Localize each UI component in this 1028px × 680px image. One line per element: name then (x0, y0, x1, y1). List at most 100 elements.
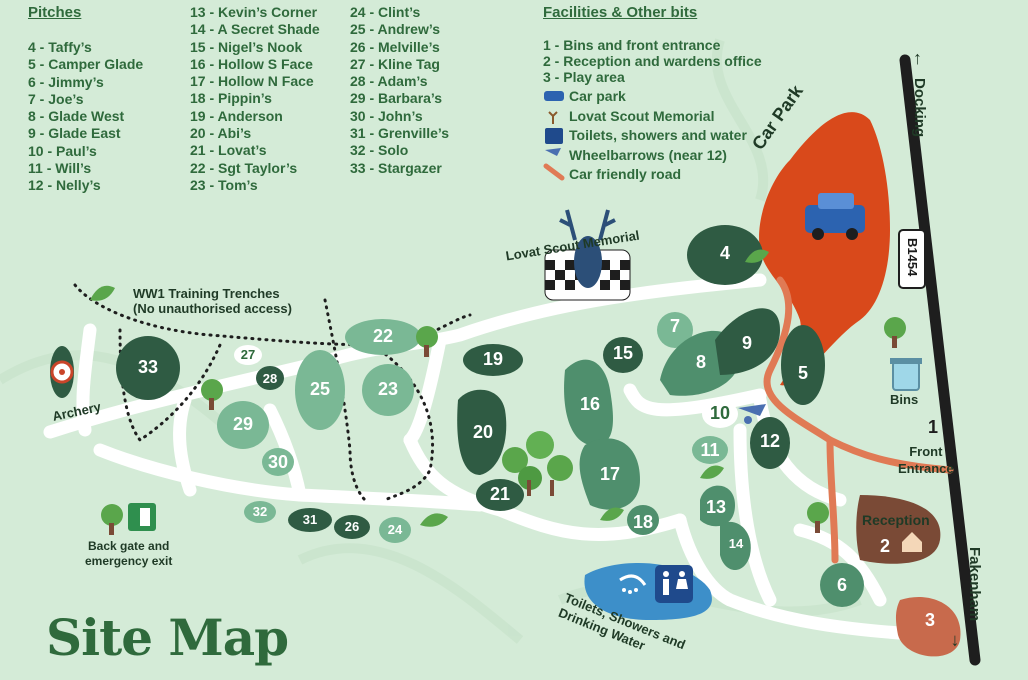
pitch-31[interactable] (288, 508, 332, 532)
pitch-25[interactable] (295, 350, 345, 430)
pitch-label-32: 32 (252, 504, 268, 519)
tree-icon (416, 326, 438, 357)
trees (90, 249, 906, 535)
house-icon (902, 532, 922, 552)
facility-entry: Lovat Scout Memorial (569, 108, 715, 124)
facility-entry: Car park (569, 88, 626, 104)
pitch-label-20: 20 (472, 422, 494, 442)
tree-icon (807, 502, 829, 533)
pitch-entry: 22 - Sgt Taylor’s (190, 159, 298, 176)
car-friendly-road (763, 276, 954, 564)
pitch-label-8: 8 (695, 352, 706, 372)
pitch-entry: 10 - Paul’s (28, 142, 97, 159)
tree-icon (101, 504, 123, 535)
trenches-title: WW1 Training Trenches (133, 286, 280, 301)
pitch-label-16: 16 (579, 394, 601, 414)
pitch-entry: 23 - Tom’s (190, 176, 258, 193)
car-icon (544, 91, 564, 101)
pitch-label-7: 7 (669, 316, 680, 336)
pitch-label-12: 12 (759, 431, 781, 451)
docking-arrow-icon: ↑ (913, 48, 922, 68)
pitch-7[interactable] (657, 312, 693, 348)
pitch-label-22: 22 (372, 326, 394, 346)
wheelbarrow-icon (545, 148, 561, 156)
front-entrance-label: Front Entrance (898, 443, 954, 477)
pitch-13[interactable] (700, 485, 735, 527)
tree-icon (884, 317, 906, 348)
pitch-label-27: 27 (240, 347, 256, 362)
pitch-24[interactable] (379, 517, 411, 543)
fakenham-arrow-icon: → (948, 632, 968, 650)
pitch-32[interactable] (244, 501, 276, 523)
pitch-entry: 29 - Barbara’s (350, 90, 443, 107)
car-icon (805, 193, 865, 240)
fakenham-label: Fakenham (966, 547, 983, 622)
emergency-exit-icon (128, 503, 156, 531)
pitch-entry: 27 - Kline Tag (350, 55, 440, 72)
pitch-entry: 21 - Lovat’s (190, 142, 267, 159)
site-map-title: Site Map (46, 608, 289, 667)
pitch-14[interactable] (720, 521, 751, 570)
facility-entry: Car friendly road (569, 166, 682, 182)
footpaths (43, 273, 937, 642)
deer-icon (548, 111, 558, 124)
pitch-23[interactable] (362, 364, 414, 416)
front-line1: Front (909, 444, 943, 459)
pitch-17[interactable] (579, 438, 640, 510)
facility-number-1: 1 (927, 417, 938, 437)
pitch-entry: 16 - Hollow S Face (190, 55, 313, 72)
pitch-label-4: 4 (719, 243, 730, 263)
pitch-entry: 7 - Joe’s (28, 90, 84, 107)
pitch-entry: 30 - John’s (350, 107, 423, 124)
pitch-entry: 8 - Glade West (28, 108, 125, 125)
pitch-30[interactable] (262, 448, 294, 476)
pitch-entry: 15 - Nigel’s Nook (190, 38, 303, 55)
pitch-label-14: 14 (728, 536, 744, 551)
pitches-list-col2: 13 - Kevin’s Corner 14 - A Secret Shade … (190, 4, 320, 194)
pitch-26[interactable] (334, 515, 370, 539)
tree-icon (201, 379, 223, 410)
pitch-entry: 6 - Jimmy’s (28, 73, 104, 90)
toilet-icon (655, 565, 693, 603)
pitch-5[interactable] (781, 325, 825, 405)
pitch-33[interactable] (116, 336, 180, 400)
pitch-entry: 19 - Anderson (190, 107, 283, 124)
pitch-15[interactable] (603, 337, 643, 373)
pitch-16[interactable] (564, 359, 613, 446)
pitch-entry: 18 - Pippin’s (190, 90, 272, 107)
pitch-21[interactable] (476, 479, 524, 511)
wheelbarrow-icon (738, 404, 766, 424)
pitch-19[interactable] (463, 344, 523, 376)
orange-road-icon (543, 163, 565, 181)
pitch-label-26: 26 (344, 519, 360, 534)
pitch-9[interactable] (715, 308, 780, 375)
facility-entry: 2 - Reception and wardens office (543, 53, 762, 69)
pitch-22[interactable] (345, 319, 421, 355)
bins-label: Bins (890, 392, 919, 407)
pitch-29[interactable] (217, 401, 269, 449)
pitch-11[interactable] (692, 436, 728, 464)
pitch-6[interactable] (820, 563, 864, 607)
pitch-entry: 20 - Abi’s (190, 125, 252, 142)
pitch-label-17: 17 (599, 464, 621, 484)
reception-label: Reception (862, 512, 930, 528)
pitch-27[interactable] (234, 345, 262, 365)
bin-icon (890, 358, 922, 391)
pitch-label-13: 13 (705, 497, 727, 517)
car-park-area (759, 112, 890, 386)
pitch-label-9: 9 (741, 333, 752, 353)
pitch-entry: 32 - Solo (350, 142, 409, 159)
toilet-icon (545, 128, 563, 144)
pitch-entry: 13 - Kevin’s Corner (190, 4, 318, 20)
pitch-28[interactable] (256, 366, 284, 390)
pitch-20[interactable] (457, 389, 507, 475)
pitch-4[interactable] (687, 225, 763, 285)
pitch-entry: 33 - Stargazer (350, 159, 442, 176)
facilities-heading: Facilities & Other bits (543, 4, 698, 21)
pitch-label-11: 11 (700, 440, 720, 460)
pitch-label-15: 15 (612, 343, 634, 363)
pitch-12[interactable] (750, 417, 790, 469)
pitch-label-18: 18 (632, 512, 654, 532)
pitch-18[interactable] (627, 505, 659, 535)
pitch-10[interactable] (702, 400, 738, 428)
